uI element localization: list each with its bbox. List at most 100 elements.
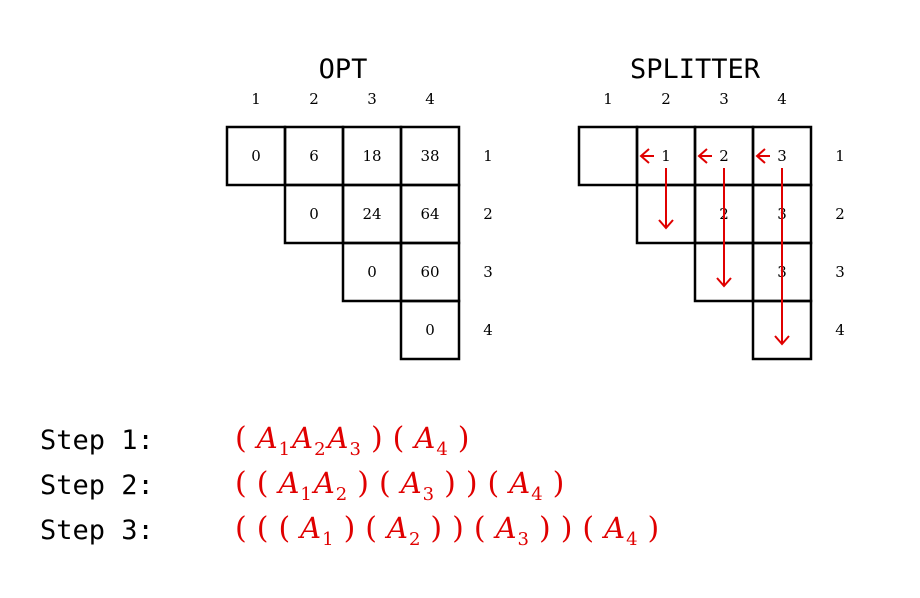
opt-cell: 6 bbox=[283, 125, 345, 187]
splitter-col-label: 3 bbox=[719, 90, 729, 108]
close-paren: ) bbox=[430, 511, 443, 546]
opt-cell-value: 60 bbox=[420, 263, 439, 281]
step-expression: (((A1)(A2))(A3))(A4) bbox=[230, 511, 664, 550]
opt-title: OPT bbox=[319, 54, 368, 85]
opt-cell-value: 0 bbox=[367, 263, 377, 281]
opt-col-label: 3 bbox=[367, 90, 377, 108]
splitter-col-label: 2 bbox=[661, 90, 671, 108]
splitter-cell bbox=[577, 125, 639, 187]
matrix-symbol: A2 bbox=[387, 511, 421, 550]
close-paren: ) bbox=[465, 466, 478, 501]
matrix-symbol: A2 bbox=[292, 421, 326, 460]
splitter-cell-value: 2 bbox=[719, 147, 729, 165]
matrix-symbol: A3 bbox=[327, 421, 361, 460]
opt-row-label: 2 bbox=[483, 205, 493, 223]
splitter-arrow-down bbox=[658, 168, 674, 230]
opt-cell-value: 18 bbox=[362, 147, 381, 165]
step-label: Step 3: bbox=[40, 515, 154, 546]
opt-cell: 0 bbox=[225, 125, 287, 187]
matrix-symbol: A3 bbox=[495, 511, 529, 550]
open-paren: ( bbox=[235, 421, 247, 456]
opt-cell-value: 6 bbox=[309, 147, 319, 165]
opt-cell-value: 0 bbox=[309, 205, 319, 223]
matrix-symbol: A1 bbox=[300, 511, 334, 550]
opt-row-label: 1 bbox=[483, 147, 493, 165]
matrix-symbol: A2 bbox=[313, 466, 348, 505]
open-paren: ( bbox=[365, 511, 377, 546]
splitter-cell-value: 1 bbox=[661, 147, 671, 165]
dp-tables-diagram: OPT 1 2 3 4 1 2 3 4 0 6 18 38 0 24 64 0 60 0 SPLITTER 1 2 3 4 1… bbox=[225, 54, 845, 361]
step-label: Step 1: bbox=[40, 425, 154, 456]
splitter-arrows bbox=[639, 148, 790, 346]
opt-col-label: 1 bbox=[251, 90, 261, 108]
open-paren: ( bbox=[256, 511, 269, 546]
splitter-cell-value: 3 bbox=[777, 147, 787, 165]
close-paren: ) bbox=[560, 511, 573, 546]
opt-cell-value: 38 bbox=[420, 147, 439, 165]
close-paren: ) bbox=[647, 511, 660, 546]
close-paren: ) bbox=[538, 511, 551, 546]
matrix-product: A3 bbox=[495, 511, 530, 550]
splitter-col-label: 1 bbox=[603, 90, 613, 108]
matrix-product: A4 bbox=[603, 511, 638, 550]
close-paren: ) bbox=[444, 466, 456, 501]
open-paren: ( bbox=[235, 466, 247, 501]
matrix-symbol: A4 bbox=[414, 421, 448, 460]
matrix-product: A2 bbox=[386, 511, 421, 550]
close-paren: ) bbox=[370, 421, 383, 456]
opt-cell-value: 24 bbox=[362, 205, 381, 223]
splitter-row-label: 4 bbox=[835, 321, 845, 339]
open-paren: ( bbox=[487, 466, 500, 501]
splitter-cell-border bbox=[577, 125, 639, 187]
opt-cell-border bbox=[399, 299, 461, 361]
opt-cell-value: 0 bbox=[251, 147, 261, 165]
open-paren: ( bbox=[278, 511, 291, 546]
matrix-symbol: A4 bbox=[509, 466, 543, 505]
splitter-title: SPLITTER bbox=[630, 54, 761, 85]
close-paren: ) bbox=[552, 466, 565, 501]
close-paren: ) bbox=[452, 511, 464, 546]
splitter-arrow-left bbox=[755, 148, 770, 164]
opt-cell: 0 bbox=[399, 299, 461, 361]
open-paren: ( bbox=[392, 421, 405, 456]
matrix-product: A4 bbox=[413, 421, 448, 460]
matrix-product: A1 bbox=[299, 511, 334, 550]
opt-row-label: 4 bbox=[483, 321, 493, 339]
opt-cell: 60 bbox=[399, 241, 461, 303]
opt-row-label: 3 bbox=[483, 263, 493, 281]
splitter-row-label: 1 bbox=[835, 147, 845, 165]
open-paren: ( bbox=[256, 466, 269, 501]
open-paren: ( bbox=[378, 466, 391, 501]
splitter-table: SPLITTER12341234123233 bbox=[577, 54, 845, 361]
open-paren: ( bbox=[473, 511, 486, 546]
step-label: Step 2: bbox=[40, 470, 154, 501]
opt-cell-value: 0 bbox=[425, 321, 435, 339]
opt-cell: 18 bbox=[341, 125, 403, 187]
opt-cell-value: 64 bbox=[420, 205, 439, 223]
close-paren: ) bbox=[457, 421, 470, 456]
splitter-arrow-down bbox=[774, 168, 790, 346]
opt-cell: 24 bbox=[341, 183, 403, 245]
open-paren: ( bbox=[582, 511, 595, 546]
matrix-symbol: A1 bbox=[278, 466, 312, 505]
close-paren: ) bbox=[357, 466, 369, 501]
step-row: Step 3:(((A1)(A2))(A3))(A4) bbox=[40, 508, 664, 553]
splitter-col-label: 4 bbox=[777, 90, 787, 108]
matrix-product: A3 bbox=[400, 466, 435, 505]
matrix-product: A4 bbox=[508, 466, 543, 505]
matrix-symbol: A1 bbox=[256, 421, 291, 460]
matrix-symbol: A3 bbox=[400, 466, 435, 505]
splitter-row-label: 3 bbox=[835, 263, 845, 281]
opt-cell: 38 bbox=[399, 125, 461, 187]
splitter-row-label: 2 bbox=[835, 205, 845, 223]
open-paren: ( bbox=[235, 511, 247, 546]
close-paren: ) bbox=[343, 511, 356, 546]
